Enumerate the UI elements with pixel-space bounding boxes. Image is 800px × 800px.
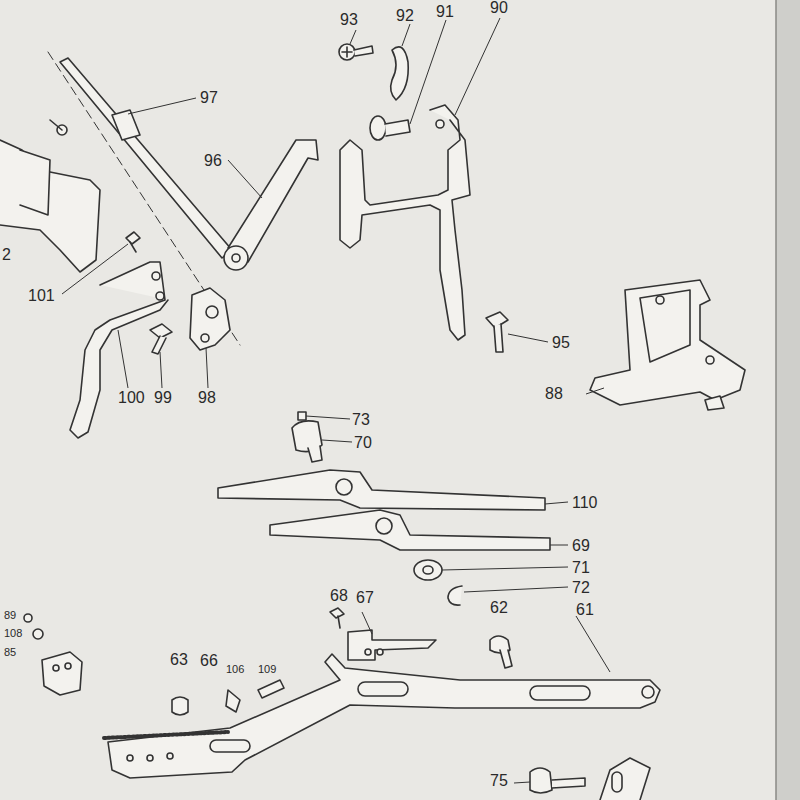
callout-number: 99: [154, 390, 172, 406]
callout-number: 67: [356, 590, 374, 606]
callout-number: 66: [200, 653, 218, 669]
callout-number: 89: [4, 610, 16, 621]
callout-number: 73: [352, 412, 370, 428]
callout-number: 98: [198, 390, 216, 406]
callout-number: 72: [572, 580, 590, 596]
callout-number: 96: [204, 153, 222, 169]
callout-number: 62: [490, 600, 508, 616]
callout-number: 68: [330, 588, 348, 604]
callout-number: 97: [200, 90, 218, 106]
callout-number: 70: [354, 435, 372, 451]
callout-number: 110: [572, 495, 598, 511]
callout-number: 95: [552, 335, 570, 351]
callout-number: 61: [576, 602, 594, 618]
callout-number: 71: [572, 560, 590, 576]
callout-number: 88: [545, 386, 563, 402]
callout-number: 2: [2, 247, 11, 263]
callout-number: 69: [572, 538, 590, 554]
callout-number: 85: [4, 647, 16, 658]
callout-number: 109: [258, 664, 276, 675]
callout-number: 91: [436, 4, 454, 20]
callout-number: 106: [226, 664, 244, 675]
callout-number: 90: [490, 0, 508, 16]
callout-number: 63: [170, 652, 188, 668]
callout-number: 108: [4, 628, 22, 639]
callout-number: 100: [118, 390, 145, 406]
callout-number: 92: [396, 8, 414, 24]
callout-number: 75: [490, 773, 508, 789]
callout-number: 101: [28, 288, 55, 304]
callout-number: 93: [340, 12, 358, 28]
